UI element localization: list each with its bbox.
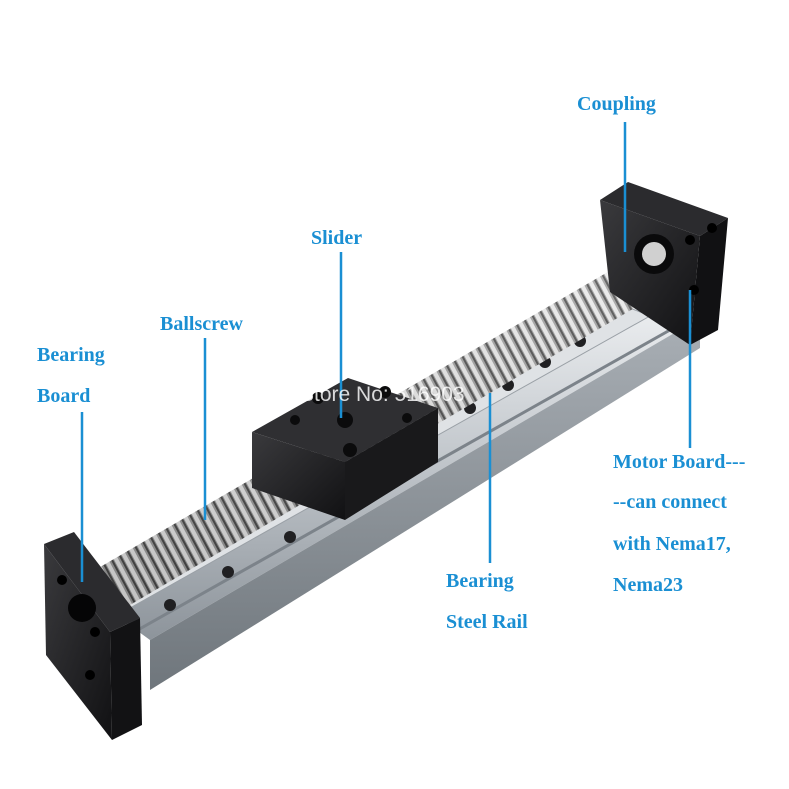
label-bearing-board-line2: Board xyxy=(37,385,91,407)
label-ballscrew: Ballscrew xyxy=(160,313,243,335)
leader-lines xyxy=(80,122,692,582)
slider-block xyxy=(252,378,438,520)
label-motor-board-line4: Nema23 xyxy=(613,574,683,596)
label-bearing-board-line1: Bearing xyxy=(37,344,105,366)
label-slider: Slider xyxy=(311,227,363,249)
label-coupling: Coupling xyxy=(577,93,656,115)
label-motor-board-line1: Motor Board--- xyxy=(613,451,746,473)
label-steel-rail-line1: Bearing xyxy=(446,570,514,592)
label-motor-board-line2: --can connect xyxy=(613,491,727,513)
label-motor-board-line3: with Nema17, xyxy=(613,533,731,555)
aluminum-base xyxy=(95,300,700,690)
bearing-board xyxy=(44,532,142,740)
label-steel-rail-line2: Steel Rail xyxy=(446,611,528,633)
store-watermark: Store No: 516903 xyxy=(300,383,465,406)
